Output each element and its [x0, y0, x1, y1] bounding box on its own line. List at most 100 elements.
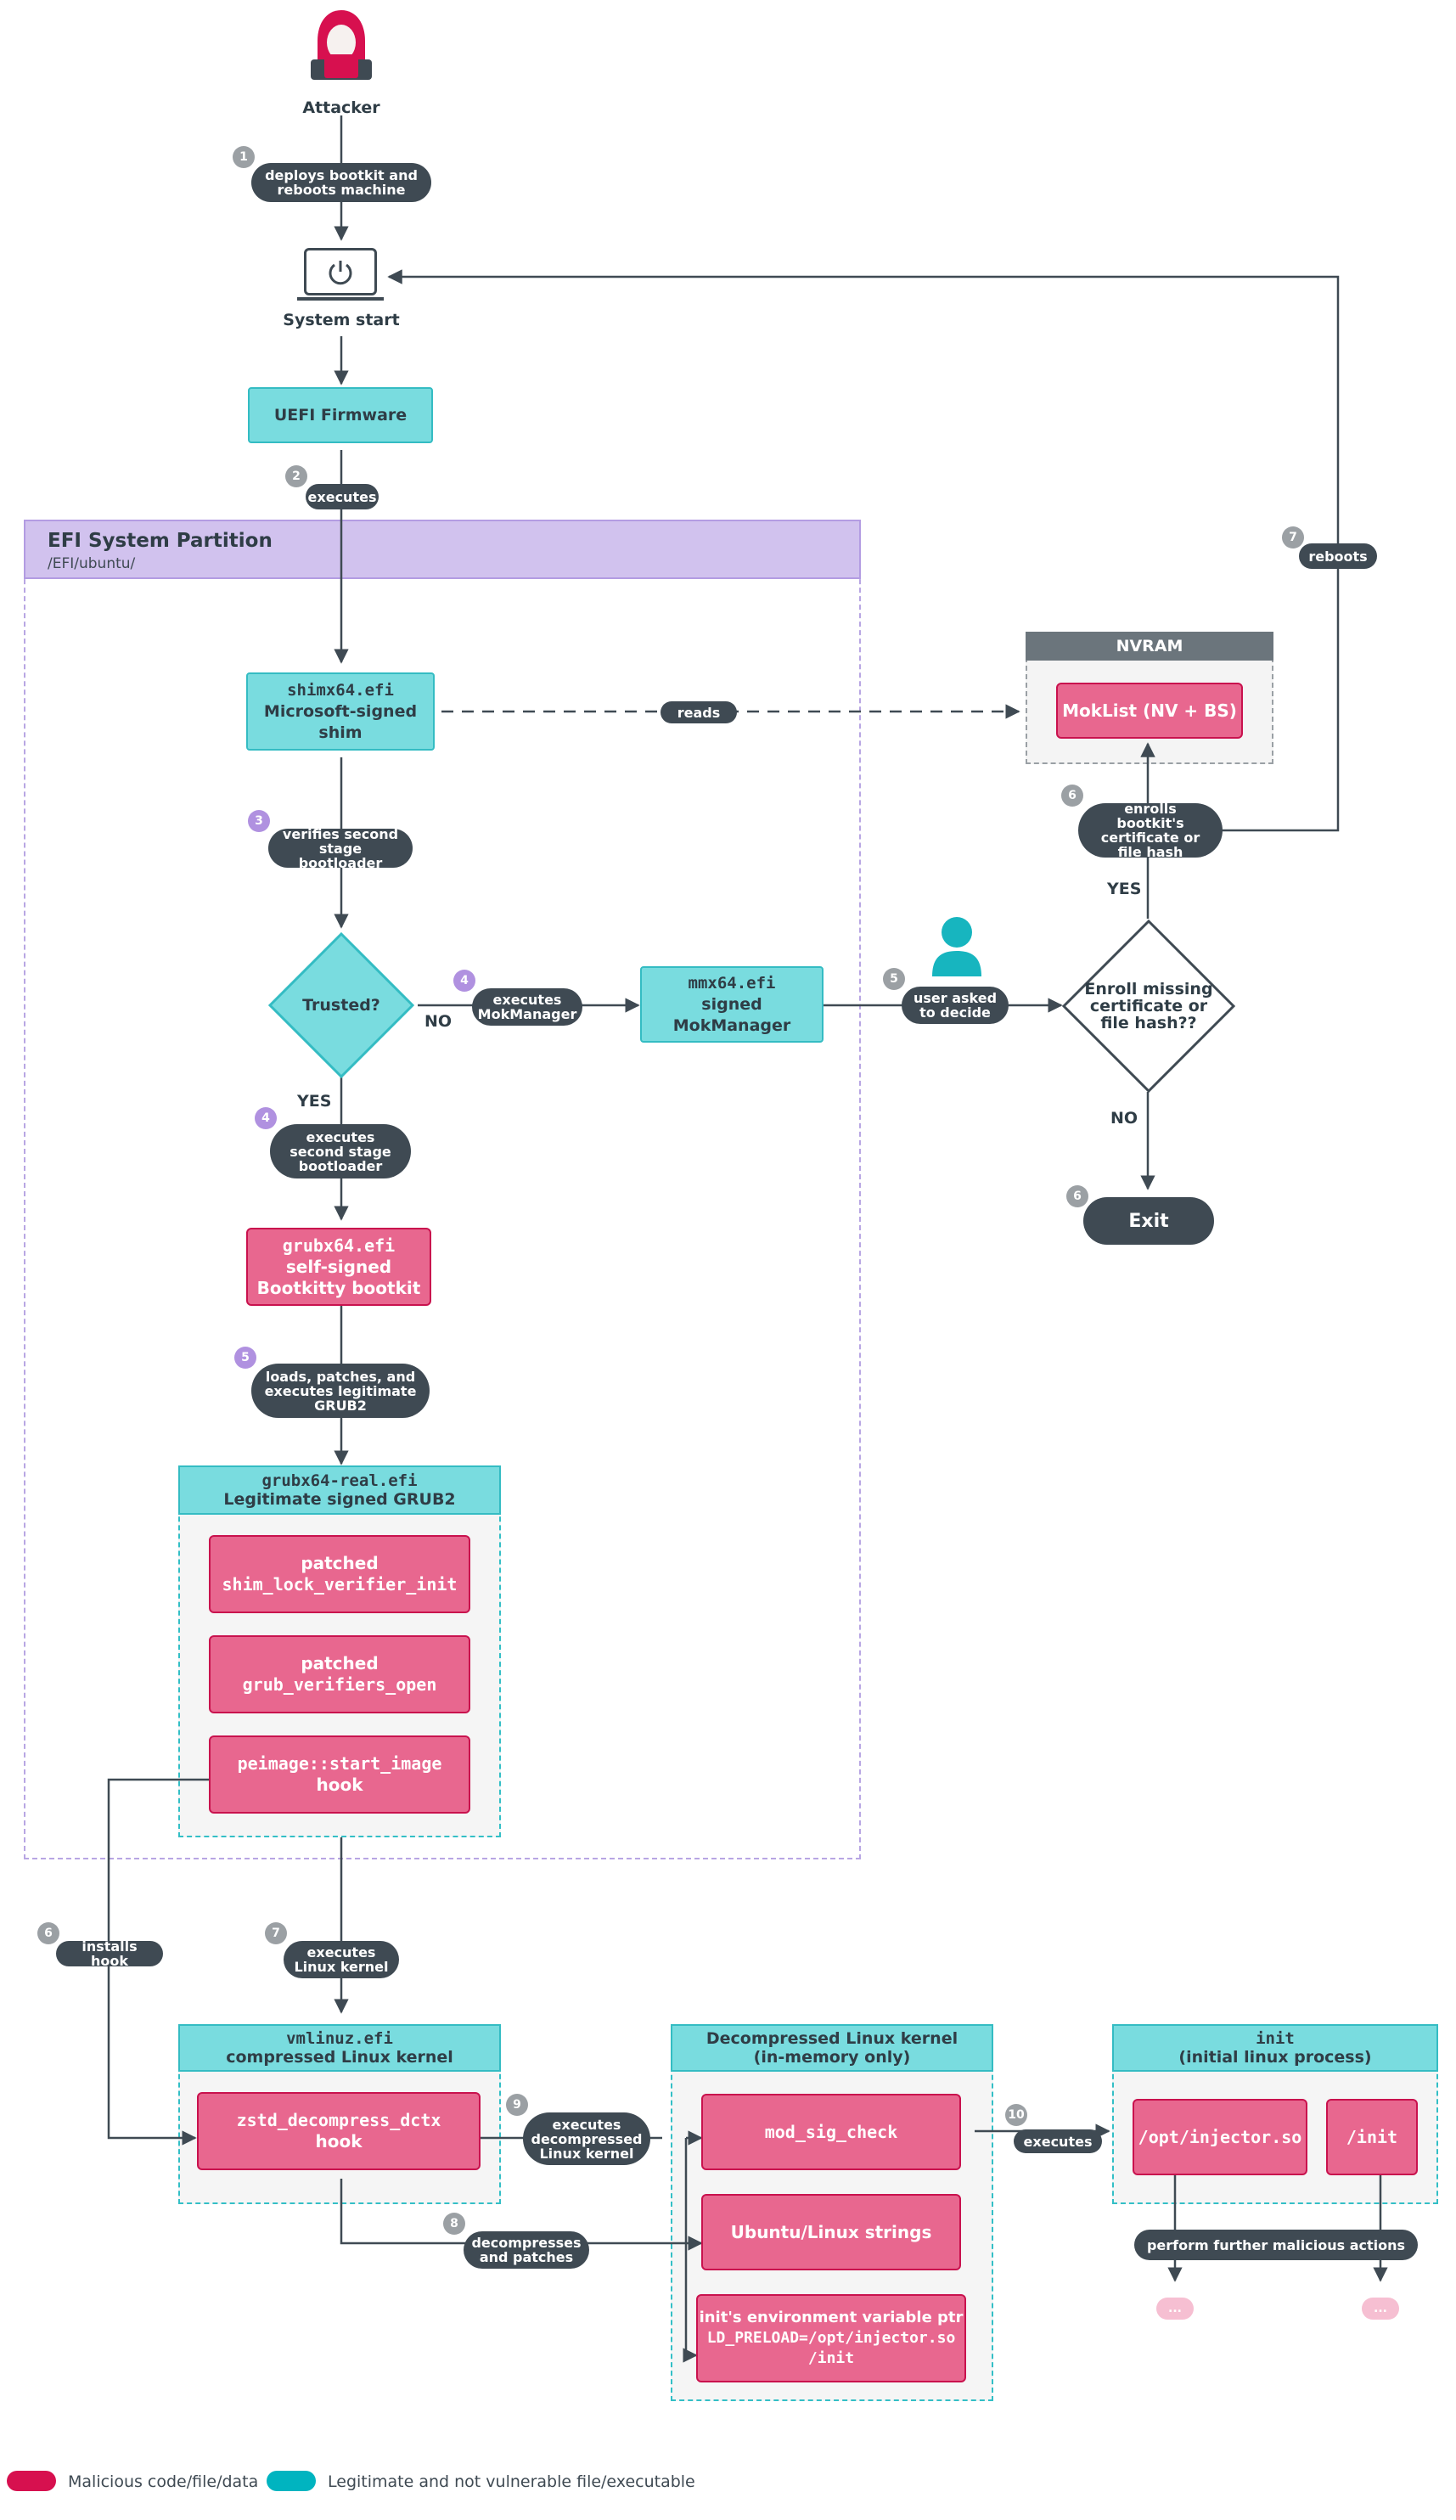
- step-7b-pill: executes Linux kernel: [284, 1941, 399, 1978]
- ellipsis-left: ...: [1156, 2298, 1194, 2320]
- step-9-line2: decompressed: [531, 2130, 643, 2147]
- enroll-line1: Enroll missing: [1084, 980, 1213, 998]
- vmlinuz-description: compressed Linux kernel: [226, 2048, 453, 2067]
- step-5a-number: 5: [234, 1347, 256, 1369]
- nvram-header: NVRAM: [1026, 632, 1273, 661]
- attacker-label: Attacker: [302, 98, 380, 117]
- step-9-pill: executes decompressed Linux kernel: [523, 2112, 650, 2165]
- step-8-pill: decompresses and patches: [464, 2231, 589, 2269]
- enroll-line3: file hash??: [1100, 1014, 1197, 1032]
- ld-preload-line3: /init: [807, 2349, 855, 2367]
- mmx64-filename: mmx64.efi: [688, 973, 776, 993]
- enroll-decision: Enroll missing certificate or file hash?…: [1061, 919, 1236, 1094]
- patched-shim-lock-line1: patched: [301, 1553, 379, 1573]
- power-icon: [304, 248, 377, 295]
- ld-preload-line2: LD_PRELOAD=/opt/injector.so: [706, 2329, 956, 2347]
- attacker-icon: [307, 7, 375, 88]
- power-base: [297, 297, 384, 301]
- grub-real-filename: grubx64-real.efi: [261, 1471, 418, 1490]
- moklist-label: MokList (NV + BS): [1062, 700, 1237, 721]
- step-10-pill: executes: [1014, 2129, 1102, 2153]
- step-1-line1: deploys bootkit and: [265, 167, 418, 183]
- ld-preload-line1: init's environment variable ptr: [699, 2309, 964, 2326]
- efi-partition-title: EFI System Partition: [48, 530, 273, 552]
- enroll-question: Enroll missing certificate or file hash?…: [1061, 919, 1236, 1094]
- step-7a-pill: reboots: [1299, 543, 1377, 569]
- shim-filename: shimx64.efi: [287, 680, 394, 700]
- grub-real-header: grubx64-real.efi Legitimate signed GRUB2: [178, 1465, 501, 1515]
- grubx64-line1: self-signed: [285, 1256, 392, 1277]
- nvram-title: NVRAM: [1116, 637, 1183, 655]
- reads-label: reads: [677, 704, 721, 721]
- zstd-hook-line1: zstd_decompress_dctx: [236, 2110, 441, 2130]
- uefi-firmware-box: UEFI Firmware: [248, 387, 433, 443]
- moklist-box: MokList (NV + BS): [1056, 683, 1243, 739]
- zstd-hook-line2: hook: [315, 2131, 363, 2152]
- mmx64-description: signed MokManager: [672, 994, 791, 1035]
- init-header: init (initial linux process): [1112, 2024, 1438, 2072]
- enroll-no-label: NO: [1110, 1109, 1138, 1128]
- step-4a-line2: MokManager: [477, 1006, 577, 1022]
- exit-label: Exit: [1128, 1210, 1169, 1232]
- patched-shim-lock-line2: shim_lock_verifier_init: [222, 1574, 458, 1595]
- step-6a-line3: file hash: [1117, 844, 1183, 860]
- step-9-line1: executes: [552, 2116, 621, 2133]
- legend-legit-label: Legitimate and not vulnerable file/execu…: [328, 2472, 695, 2491]
- system-start-label: System start: [283, 311, 400, 329]
- ld-preload-box: init's environment variable ptr LD_PRELO…: [696, 2294, 966, 2382]
- patched-grub-verifiers-box: patched grub_verifiers_open: [209, 1635, 470, 1713]
- step-3-line1: verifies second: [282, 825, 399, 842]
- step-6a-pill: enrolls bootkit's certificate or file ha…: [1078, 802, 1223, 860]
- step-6a-line2: certificate or: [1100, 830, 1200, 846]
- step-7a-number: 7: [1282, 526, 1304, 548]
- step-2-label: executes: [307, 488, 377, 505]
- patched-grub-verifiers-line1: patched: [301, 1653, 379, 1673]
- step-3-number: 3: [248, 810, 270, 832]
- mod-sig-check-label: mod_sig_check: [764, 2121, 898, 2142]
- grubx64-box: grubx64.efi self-signed Bootkitty bootki…: [246, 1228, 431, 1306]
- shim-line1: Microsoft-signed: [263, 701, 418, 721]
- step-4b-line3: bootloader: [298, 1157, 383, 1174]
- efi-partition-path: /EFI/ubuntu/: [48, 555, 136, 572]
- step-7a-label: reboots: [1308, 548, 1368, 565]
- step-5a-line3: GRUB2: [314, 1397, 367, 1414]
- mod-sig-check-box: mod_sig_check: [701, 2094, 961, 2170]
- step-10-number: 10: [1005, 2104, 1027, 2126]
- step-5b-line1: user asked: [913, 990, 998, 1006]
- step-1-number: 1: [233, 146, 255, 168]
- init-description: (initial linux process): [1178, 2048, 1372, 2067]
- efi-partition-header: EFI System Partition /EFI/ubuntu/: [24, 520, 861, 579]
- step-5b-number: 5: [883, 968, 905, 990]
- init-item-label: /init: [1346, 2126, 1398, 2147]
- step-7b-number: 7: [265, 1922, 287, 1944]
- mmx64-box: mmx64.efi signed MokManager: [640, 966, 824, 1043]
- grubx64-filename: grubx64.efi: [282, 1235, 396, 1256]
- step-8-number: 8: [443, 2213, 465, 2235]
- step-9-number: 9: [506, 2094, 528, 2116]
- ellipsis-right-label: ...: [1374, 2302, 1387, 2315]
- init-item-box: /init: [1326, 2099, 1418, 2175]
- step-6c-label: installs hook: [82, 1938, 138, 1969]
- step-6c-pill: installs hook: [56, 1938, 163, 1969]
- patched-grub-verifiers-line2: grub_verifiers_open: [242, 1674, 437, 1695]
- step-3-line2: stage bootloader: [298, 840, 383, 871]
- step-9-line3: Linux kernel: [539, 2145, 634, 2162]
- step-6c-number: 6: [37, 1922, 59, 1944]
- step-6a-number: 6: [1061, 785, 1083, 807]
- step-1-pill: deploys bootkit and reboots machine: [251, 163, 431, 202]
- legend-malicious-label: Malicious code/file/data: [68, 2472, 259, 2491]
- exit-box: Exit: [1083, 1197, 1214, 1245]
- step-1-line2: reboots machine: [277, 182, 406, 198]
- vmlinuz-header: vmlinuz.efi compressed Linux kernel: [178, 2024, 501, 2072]
- step-4b-number: 4: [255, 1107, 277, 1129]
- shim-line2: shim: [318, 723, 363, 742]
- start-image-hook-box: peimage::start_image hook: [209, 1735, 470, 1814]
- patched-shim-lock-box: patched shim_lock_verifier_init: [209, 1535, 470, 1613]
- step-7b-line1: executes: [306, 1944, 376, 1960]
- injector-box: /opt/injector.so: [1133, 2099, 1307, 2175]
- trusted-decision: Trusted?: [267, 931, 416, 1080]
- step-5a-pill: loads, patches, and executes legitimate …: [251, 1364, 430, 1418]
- init-filename: init: [1256, 2029, 1295, 2048]
- step-5a-line1: loads, patches, and: [265, 1368, 416, 1385]
